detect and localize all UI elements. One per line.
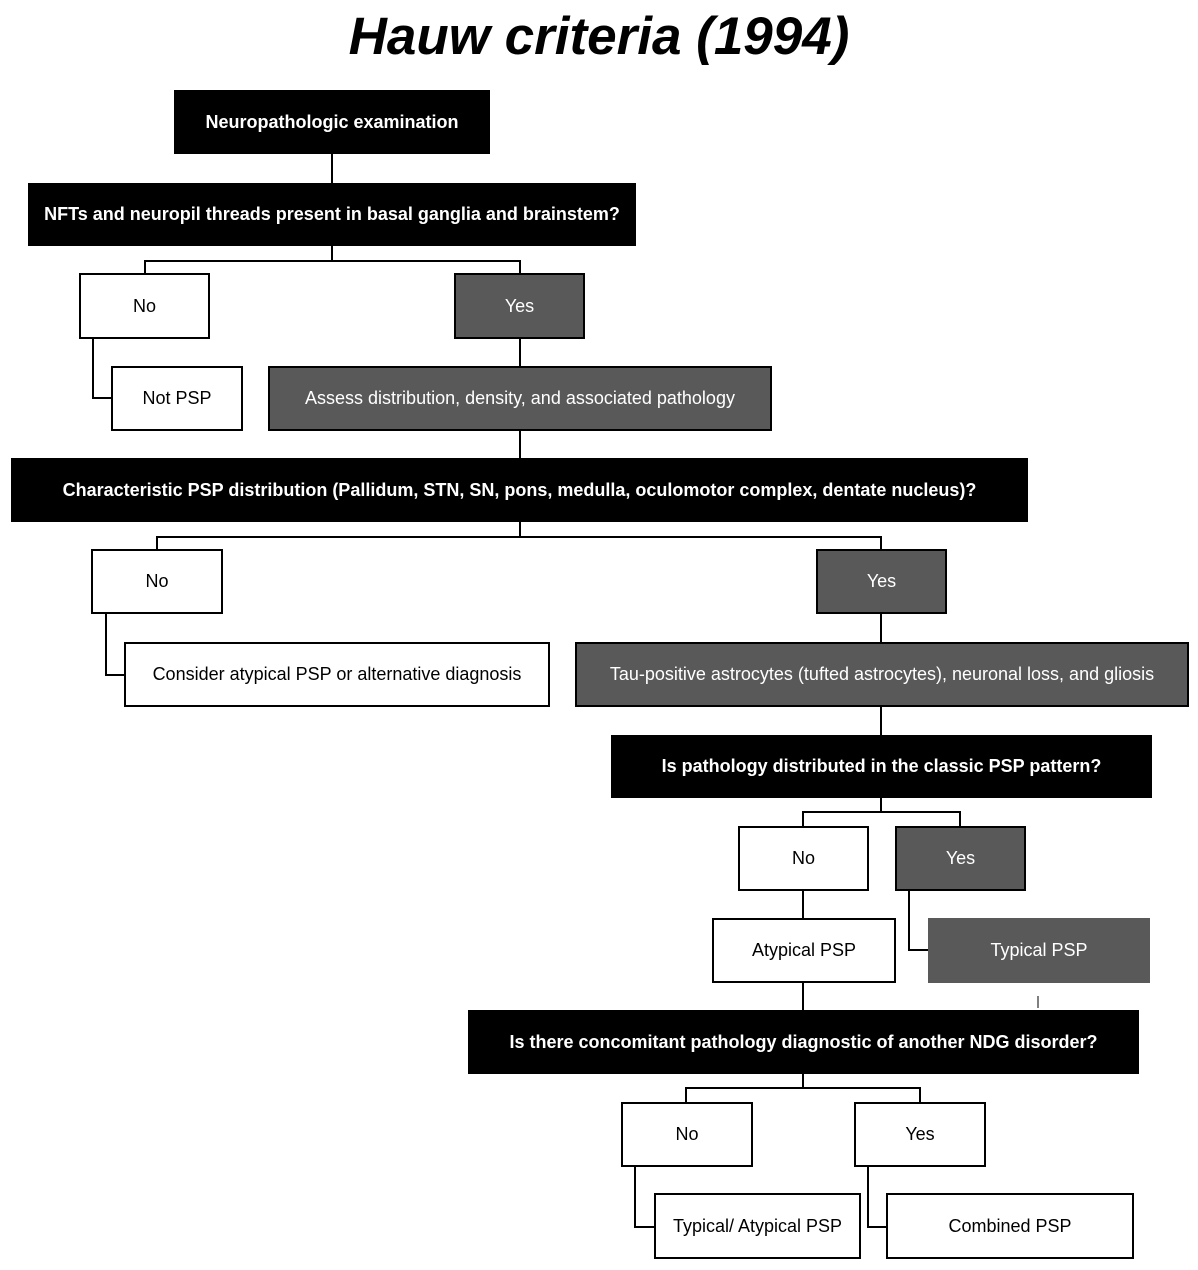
q1-yes-box: Yes [454,273,585,339]
connector [105,614,125,676]
atypical-psp-box: Atypical PSP [712,918,896,983]
q4-yes-box: Yes [854,1102,986,1167]
q1-decision-box: NFTs and neuropil threads present in bas… [28,183,636,246]
q2-yes-box: Yes [816,549,947,614]
q4-no-box: No [621,1102,753,1167]
diagram-title: Hauw criteria (1994) [348,7,850,66]
connector [908,891,929,951]
q3-yes-box: Yes [895,826,1026,891]
connector [144,260,521,273]
not-psp-box: Not PSP [111,366,243,431]
typical-atypical-psp-box: Typical/ Atypical PSP [654,1193,861,1259]
assess-box: Assess distribution, density, and associ… [268,366,772,431]
q3-no-box: No [738,826,869,891]
connector [634,1167,654,1228]
q1-no-box: No [79,273,210,339]
q2-no-box: No [91,549,223,614]
q3-decision-box: Is pathology distributed in the classic … [611,735,1152,798]
connector [92,339,112,399]
consider-alternative-box: Consider atypical PSP or alternative dia… [124,642,550,707]
combined-psp-box: Combined PSP [886,1193,1134,1259]
typical-psp-box: Typical PSP [928,918,1150,983]
connector [156,536,882,549]
q4-decision-box: Is there concomitant pathology diagnosti… [468,1010,1139,1074]
neuropathologic-exam-box: Neuropathologic examination [174,90,490,154]
tau-positive-box: Tau-positive astrocytes (tufted astrocyt… [575,642,1189,707]
connector [685,1087,921,1102]
q2-decision-box: Characteristic PSP distribution (Pallidu… [11,458,1028,522]
connector [802,811,961,826]
connector [867,1167,887,1228]
